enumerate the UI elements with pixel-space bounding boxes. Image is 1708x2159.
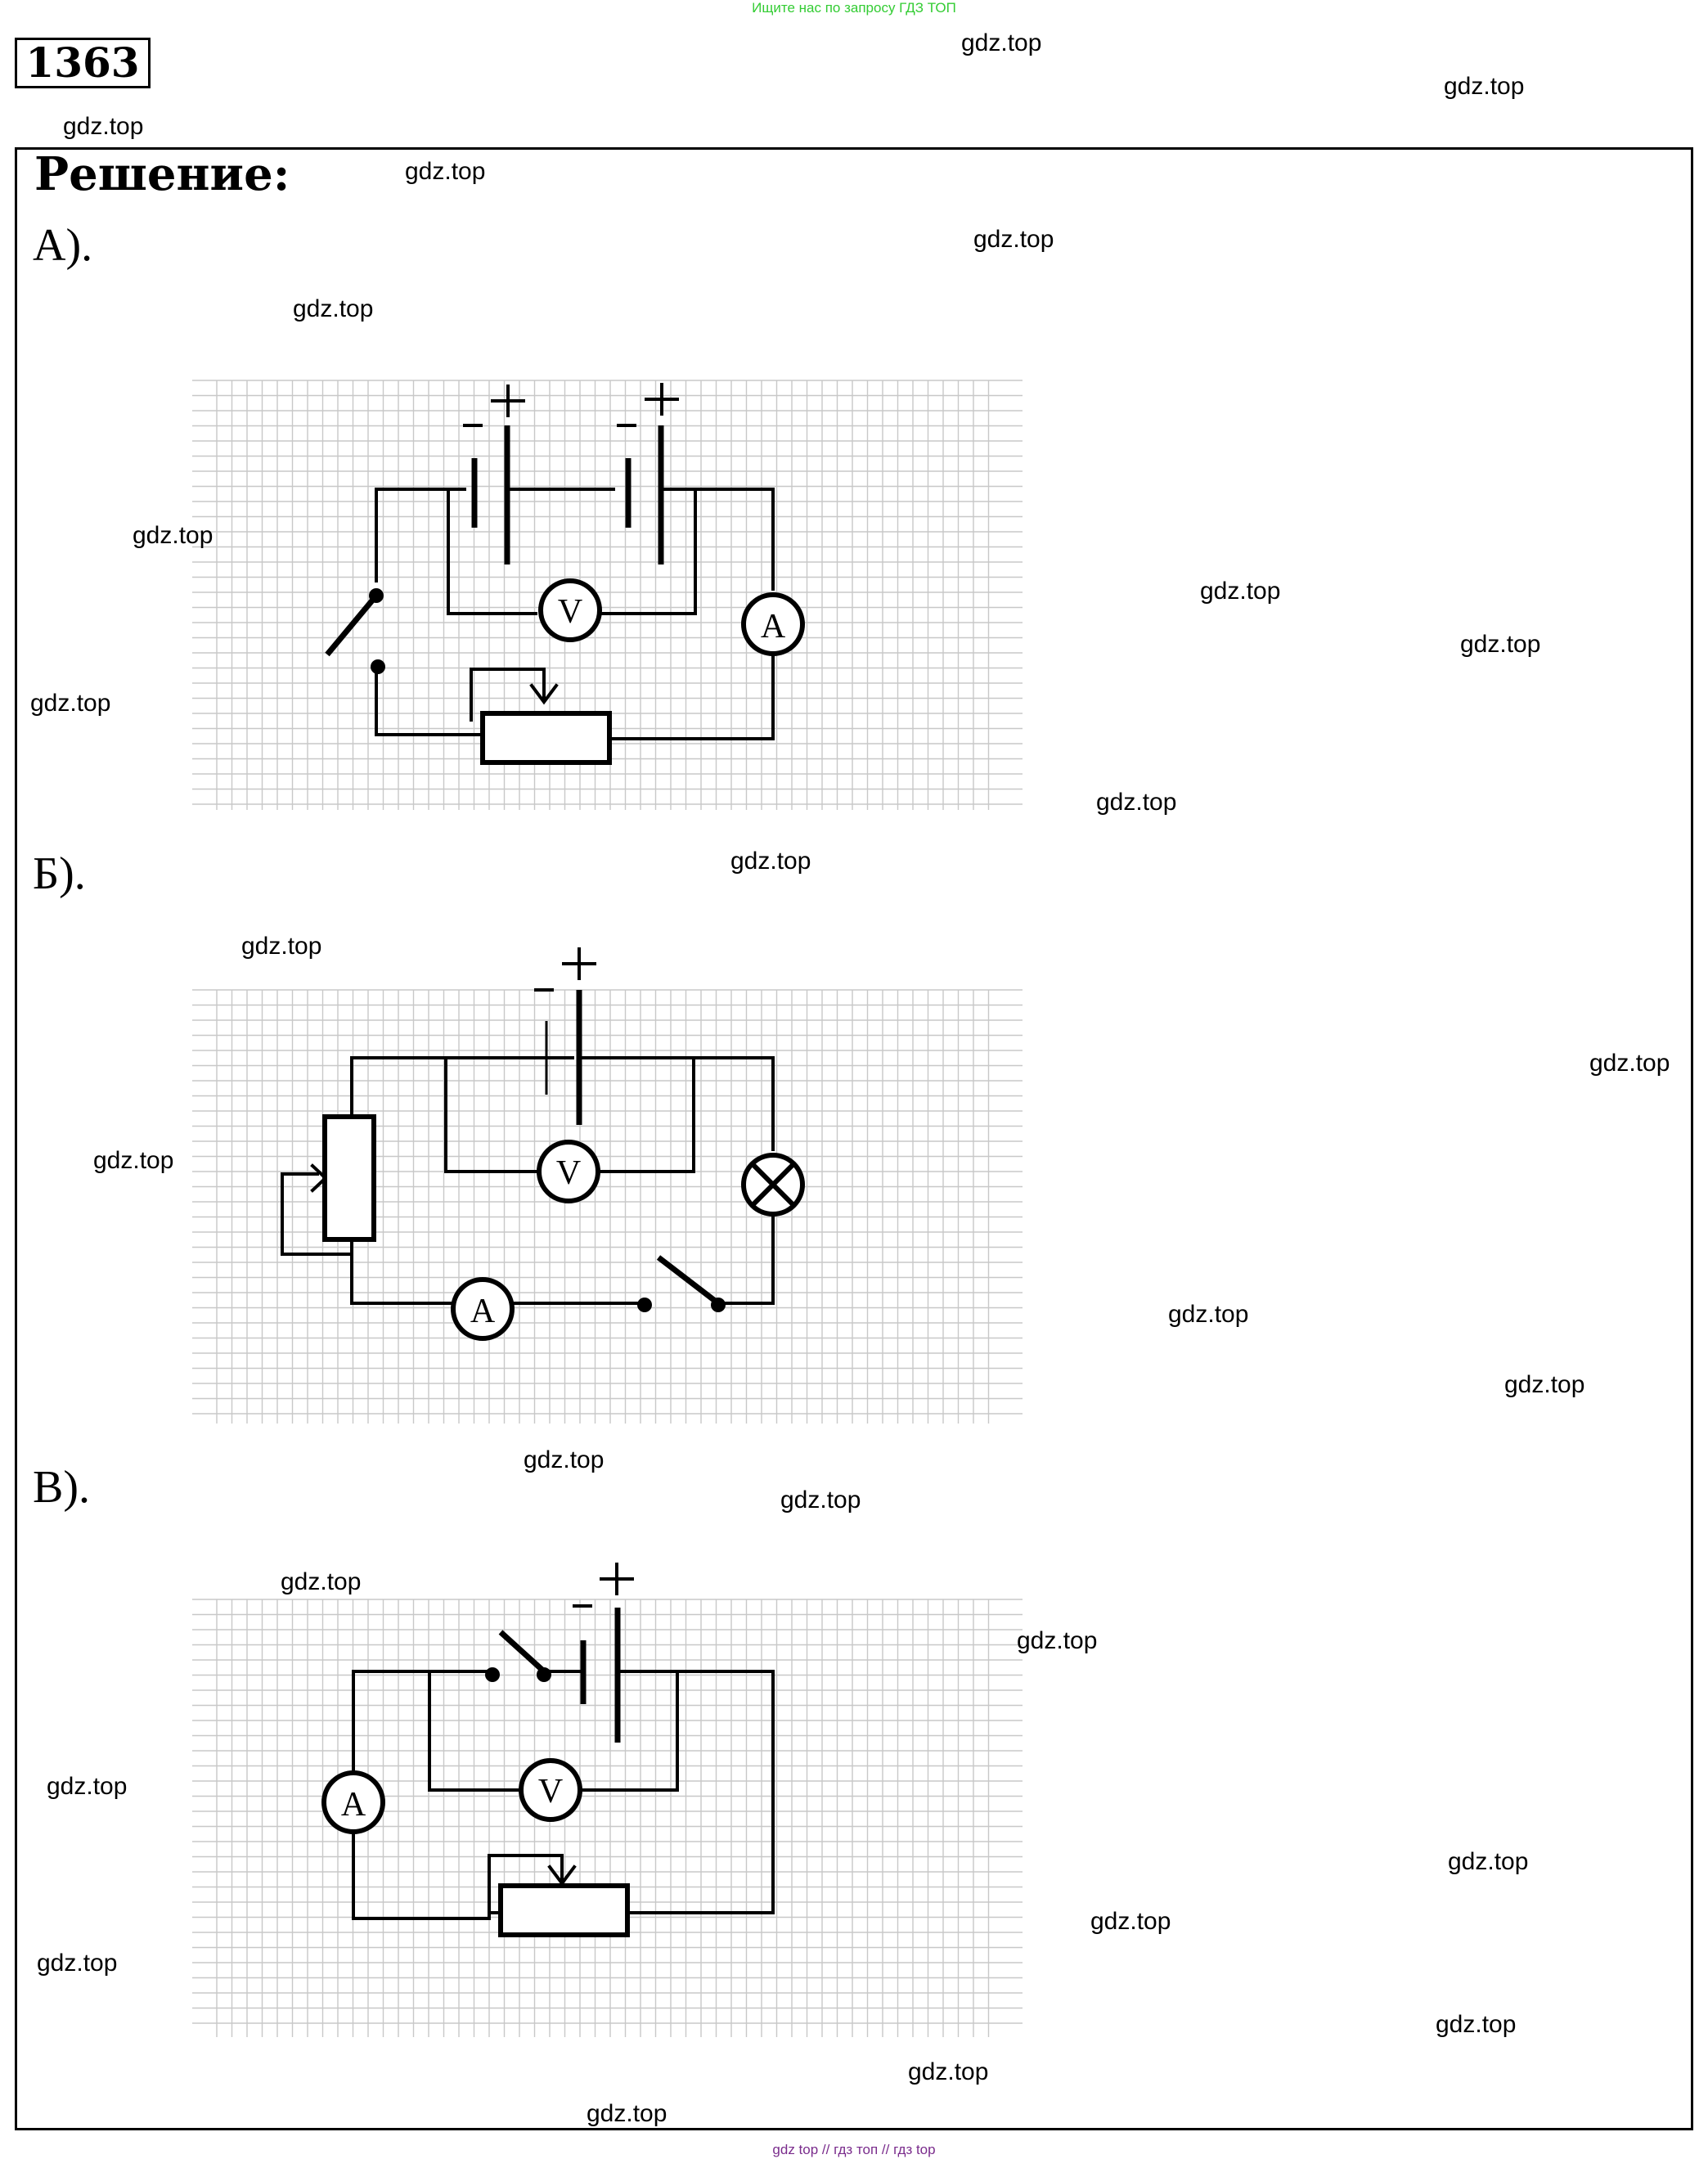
watermark: gdz.top <box>1168 1301 1249 1328</box>
voltmeter-symbol-b: V <box>556 1154 581 1192</box>
wires-b <box>281 1056 775 1305</box>
ammeter-c: A <box>321 1770 385 1834</box>
watermark: gdz.top <box>524 1446 605 1473</box>
watermark: gdz.top <box>405 158 486 185</box>
voltmeter-b: V <box>537 1140 600 1203</box>
watermark: gdz.top <box>1460 631 1541 658</box>
ammeter-symbol-b: A <box>470 1293 496 1330</box>
ammeter-symbol-c: A <box>341 1786 366 1824</box>
polarity-signs-c <box>573 1563 634 1608</box>
watermark: gdz.top <box>93 1147 174 1174</box>
switch-contact-b1 <box>637 1298 652 1312</box>
switch-contact-c1 <box>485 1667 500 1682</box>
watermark: gdz.top <box>37 1950 118 1977</box>
watermark: gdz.top <box>1444 73 1525 100</box>
watermark: gdz.top <box>1096 789 1177 816</box>
ammeter-b: A <box>451 1277 515 1341</box>
switch-contact-a1 <box>369 588 384 603</box>
watermark: gdz.top <box>1436 2011 1517 2038</box>
watermark: gdz.top <box>730 848 811 875</box>
wires-a <box>375 488 775 740</box>
ammeter-symbol-a: A <box>761 608 786 645</box>
watermark: gdz.top <box>1200 578 1281 605</box>
battery-cells-a <box>471 425 664 564</box>
watermark: gdz.top <box>47 1773 128 1800</box>
switch-lever-a <box>325 593 379 657</box>
watermark: gdz.top <box>1448 1848 1529 1875</box>
watermark: gdz.top <box>1090 1908 1171 1935</box>
watermark: gdz.top <box>63 113 144 140</box>
part-label-a: А). <box>33 220 93 271</box>
solution-frame <box>15 147 1693 2130</box>
part-label-c: В). <box>33 1462 90 1513</box>
watermark: gdz.top <box>293 295 374 322</box>
battery-b <box>545 990 582 1125</box>
watermark: gdz.top <box>281 1568 362 1595</box>
lamp-b <box>741 1153 805 1217</box>
rheostat-c <box>498 1883 630 1937</box>
watermark: gdz.top <box>1589 1050 1670 1077</box>
switch-lever-c <box>498 1630 546 1674</box>
voltmeter-c: V <box>519 1758 582 1822</box>
watermark: gdz.top <box>241 933 322 960</box>
top-banner: Ищите нас по запросу ГДЗ ТОП <box>752 0 956 16</box>
switch-contact-c2 <box>537 1667 551 1682</box>
problem-number: 1363 <box>15 38 151 88</box>
part-label-b: Б). <box>33 848 86 899</box>
watermark: gdz.top <box>587 2100 667 2127</box>
battery-c <box>580 1608 621 1743</box>
watermark: gdz.top <box>973 226 1054 253</box>
ammeter-a: A <box>741 592 805 656</box>
switch-contact-a2 <box>371 659 385 674</box>
watermark: gdz.top <box>30 690 111 717</box>
switch-lever-b <box>656 1255 721 1306</box>
voltmeter-a: V <box>538 578 602 642</box>
switch-contact-b2 <box>711 1298 726 1312</box>
footer: gdz top // гдз топ // гдз top <box>772 2142 936 2157</box>
watermark: gdz.top <box>908 2058 989 2085</box>
voltmeter-symbol-a: V <box>558 593 582 631</box>
solution-heading: Решение: <box>34 147 290 201</box>
rheostat-b <box>322 1114 376 1242</box>
polarity-signs-a <box>463 383 679 427</box>
watermark: gdz.top <box>133 522 214 549</box>
voltmeter-symbol-c: V <box>538 1773 563 1810</box>
watermark: gdz.top <box>1017 1627 1098 1654</box>
rheostat-a <box>480 711 612 765</box>
polarity-signs-b <box>534 947 596 992</box>
watermark: gdz.top <box>780 1487 861 1514</box>
watermark: gdz.top <box>1504 1371 1585 1398</box>
watermark: gdz.top <box>961 29 1042 56</box>
grid-c <box>192 1599 1023 2037</box>
